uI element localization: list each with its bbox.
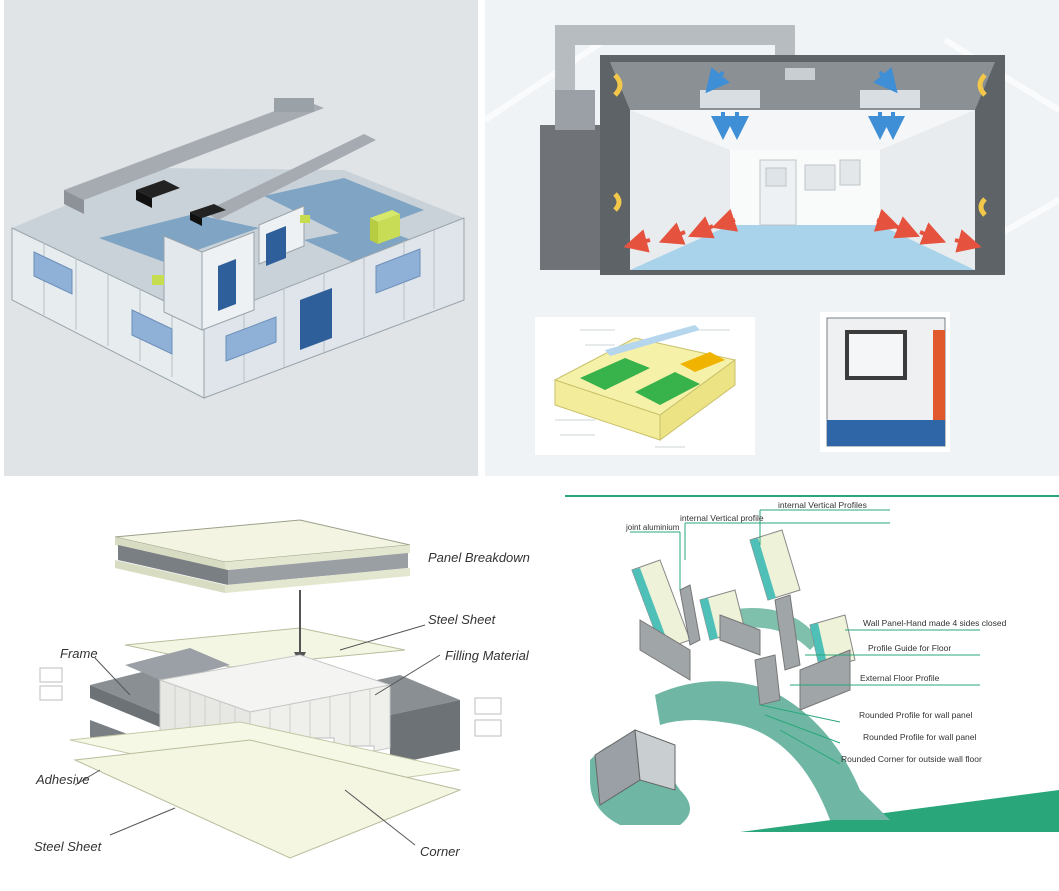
label-adhesive: Adhesive [35,772,89,787]
label-steel-sheet-bottom: Steel Sheet [34,839,103,854]
airflow-room-illustration [485,25,1059,455]
cleanroom-isometric-illustration [11,98,465,399]
label-steel-sheet-top: Steel Sheet [428,612,497,627]
label-rounded-profile-1: Rounded Profile for wall panel [859,710,973,720]
label-internal-vertical-profile: internal Vertical profile [680,513,764,523]
panel-breakdown-diagram: Panel Breakdown Steel Sheet Filling Mate… [34,519,530,859]
label-profile-guide-floor: Profile Guide for Floor [868,643,951,653]
label-corner: Corner [420,844,460,859]
label-rounded-profile-2: Rounded Profile for wall panel [863,732,977,742]
label-rounded-corner: Rounded Corner for outside wall floor [841,754,982,764]
label-joint-aluminium: joint aluminium [625,523,680,532]
panel-breakdown-panel: Panel Breakdown Steel Sheet Filling Mate… [0,490,556,891]
label-wall-panel: Wall Panel-Hand made 4 sides closed [863,618,1007,628]
label-internal-vertical-profiles: internal Vertical Profiles [778,500,867,510]
airflow-room-panel [485,0,1059,476]
profiles-panel: internal Vertical Profiles internal Vert… [560,490,1059,891]
label-external-floor-profile: External Floor Profile [860,673,940,683]
label-panel-breakdown: Panel Breakdown [428,550,530,565]
cleanroom-isometric-panel [4,0,478,476]
profiles-diagram: internal Vertical Profiles internal Vert… [565,495,1059,832]
label-filling-material: Filling Material [445,648,530,663]
label-frame: Frame [60,646,98,661]
